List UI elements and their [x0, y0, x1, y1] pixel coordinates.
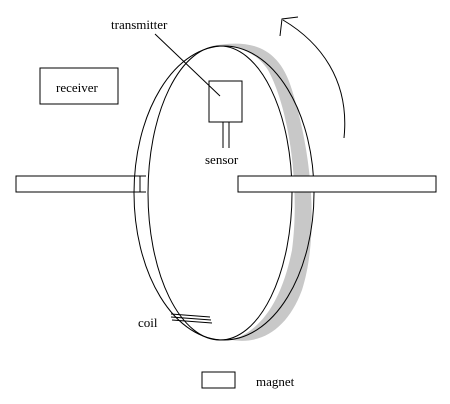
hub-stub [140, 175, 146, 193]
coil-line-3 [171, 319, 213, 324]
left-shaft [15, 175, 141, 193]
inner-ring [147, 45, 293, 341]
sensor-label: sensor [205, 152, 239, 167]
receiver-label: receiver [56, 80, 99, 95]
rotation-arrowhead [279, 16, 299, 37]
coil-label: coil [138, 315, 158, 330]
transmitter-pointer-line [154, 33, 221, 97]
ring-band [212, 43, 312, 341]
right-shaft [237, 175, 437, 193]
transmitter-label: transmitter [111, 17, 168, 32]
receiver-box [39, 67, 119, 105]
magnet-label: magnet [256, 374, 295, 389]
magnet-legend-box [201, 371, 236, 389]
coil-line-1 [170, 313, 211, 318]
transmitter-box [208, 80, 243, 123]
coil-line-2 [170, 316, 212, 321]
rotation-arrow [282, 19, 346, 139]
